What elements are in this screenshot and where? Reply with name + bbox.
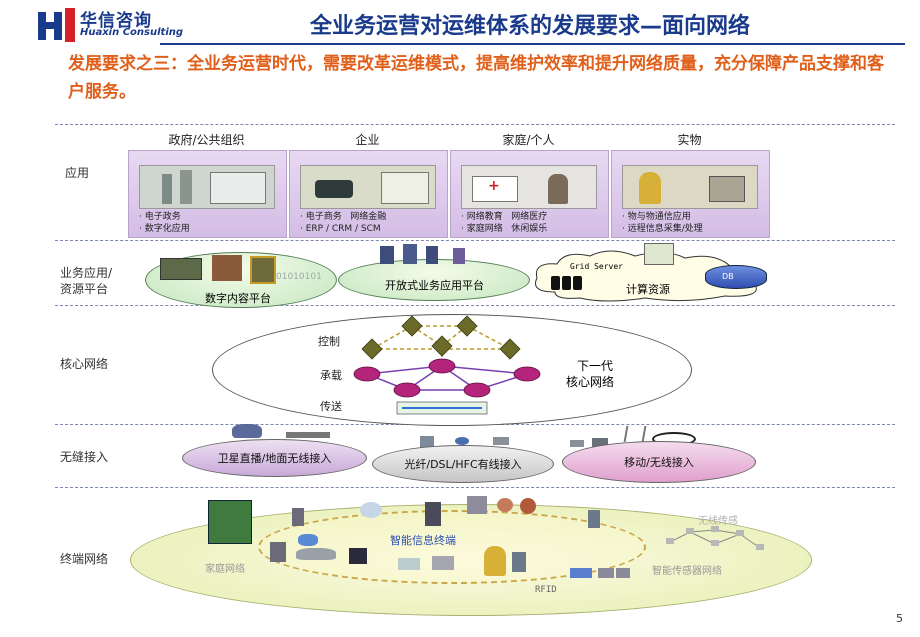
media-icon — [212, 255, 242, 281]
layer-label-app: 应用 — [65, 166, 90, 180]
category-bullets-enterprise: · 电子商务 网络金融 · ERP / CRM / SCM — [300, 212, 387, 234]
transport-label: 传送 — [320, 400, 342, 413]
reader-icon — [616, 568, 630, 578]
mobile-access-pill: 移动/无线接入 — [562, 441, 756, 483]
phone-icon — [292, 508, 304, 526]
open-app-platform — [338, 259, 530, 301]
separator — [55, 305, 895, 306]
title-rule — [160, 43, 905, 45]
slide-title: 全业务运营对运维体系的发展要求—面向网络 — [309, 14, 750, 39]
cabinet-icon — [420, 436, 434, 448]
logo-english: Huaxin Consulting — [80, 27, 184, 38]
objects-image — [622, 165, 758, 209]
category-title-enterprise: 企业 — [355, 133, 380, 147]
satellite-dish-icon — [232, 424, 262, 438]
router-icon — [592, 438, 608, 448]
camera-icon — [432, 556, 454, 570]
home-image: + — [461, 165, 597, 209]
car-icon — [296, 548, 336, 560]
separator — [55, 487, 895, 488]
ngn-label-1: 下一代 — [577, 359, 614, 373]
open-platform-label: 开放式业务应用平台 — [385, 279, 484, 292]
handheld-icon — [588, 510, 600, 528]
logo-chinese: 华信咨询 — [80, 11, 152, 31]
fiber-access-pill: 光纤/DSL/HFC有线接入 — [372, 445, 554, 483]
statue-icon — [484, 546, 506, 576]
server-icon — [426, 246, 438, 264]
disc-icon — [360, 502, 382, 518]
category-bullets-home: · 网络教育 网络医疗 · 家庭网络 休闲娱乐 — [461, 212, 548, 234]
smart-terminal-label: 智能信息终端 — [390, 534, 456, 547]
server-icon — [403, 244, 417, 264]
category-bullets-objects: · 物与物通信应用 · 远程信息采集/处理 — [622, 212, 703, 234]
layer-label-access: 无缝接入 — [60, 450, 109, 464]
category-title-home: 家庭/个人 — [502, 133, 555, 147]
db-icon — [705, 265, 767, 289]
wireless-sensor-label: 无线传感 — [698, 516, 738, 527]
control-label: 控制 — [318, 335, 340, 348]
compute-cloud-icon — [535, 250, 758, 302]
fridge-icon — [270, 542, 286, 562]
home-network-label: 家庭网络 — [205, 564, 245, 575]
core-network-diagram — [353, 315, 541, 415]
separator — [55, 240, 895, 241]
kiosk-icon — [512, 552, 526, 572]
robot-icon — [520, 498, 536, 514]
home-network-icon — [208, 500, 252, 544]
layer-label-terminal: 终端网络 — [60, 552, 109, 566]
enterprise-image — [300, 165, 436, 209]
layer-label-platform-2: 资源平台 — [60, 282, 109, 296]
sensor-network-label: 智能传感器网络 — [652, 566, 722, 577]
bearer-label: 承载 — [320, 369, 342, 382]
server-icon — [380, 246, 394, 264]
digital-platform-label: 数字内容平台 — [205, 292, 271, 305]
category-panel-objects: · 物与物通信应用 · 远程信息采集/处理 — [611, 150, 770, 238]
switch-icon — [493, 437, 509, 445]
robot-icon — [497, 498, 513, 512]
binary-text: 01010101 — [276, 272, 322, 282]
satellite-access-pill: 卫星直播/地面无线接入 — [182, 439, 367, 477]
device-icon — [250, 256, 276, 284]
dish-icon — [398, 558, 420, 570]
layer-label-platform-1: 业务应用/ — [60, 266, 113, 280]
pda-icon — [425, 502, 441, 526]
category-title-objects: 实物 — [677, 133, 702, 147]
category-panel-gov: · 电子政务 · 数字化应用 — [128, 150, 287, 238]
category-title-gov: 政府/公共组织 — [168, 133, 245, 147]
layer-label-core: 核心网络 — [60, 357, 109, 371]
sensor-network-icon — [666, 526, 764, 550]
page-number: 5 — [896, 612, 903, 625]
car-icon — [298, 534, 318, 546]
monitor-icon — [644, 243, 674, 265]
rack-icon — [551, 276, 585, 290]
rfid-label: RFID — [535, 585, 557, 595]
gov-image — [139, 165, 275, 209]
compute-label: 计算资源 — [626, 283, 670, 296]
requirement-text: 发展要求之三：全业务运营时代，需要改革运维模式，提高维护效率和提升网络质量，充分… — [68, 54, 884, 102]
antenna-icon — [286, 432, 330, 438]
device-icon — [467, 496, 487, 514]
huaxin-logo-icon — [38, 8, 75, 42]
grid-server-label: Grid Server — [570, 262, 623, 271]
reader-icon — [598, 568, 614, 578]
ngn-label-2: 核心网络 — [566, 375, 615, 389]
modem-icon — [455, 437, 469, 445]
server-icon — [453, 248, 465, 264]
separator — [55, 124, 895, 125]
switch-icon — [570, 440, 584, 447]
category-bullets-gov: · 电子政务 · 数字化应用 — [139, 212, 190, 234]
rfid-tag-icon — [570, 568, 592, 578]
monitor-icon — [349, 548, 367, 564]
db-label: DB — [722, 272, 734, 281]
category-panel-home: + · 网络教育 网络医疗 · 家庭网络 休闲娱乐 — [450, 150, 609, 238]
tower-icon — [623, 426, 647, 442]
tv-icon — [160, 258, 202, 280]
category-panel-enterprise: · 电子商务 网络金融 · ERP / CRM / SCM — [289, 150, 448, 238]
